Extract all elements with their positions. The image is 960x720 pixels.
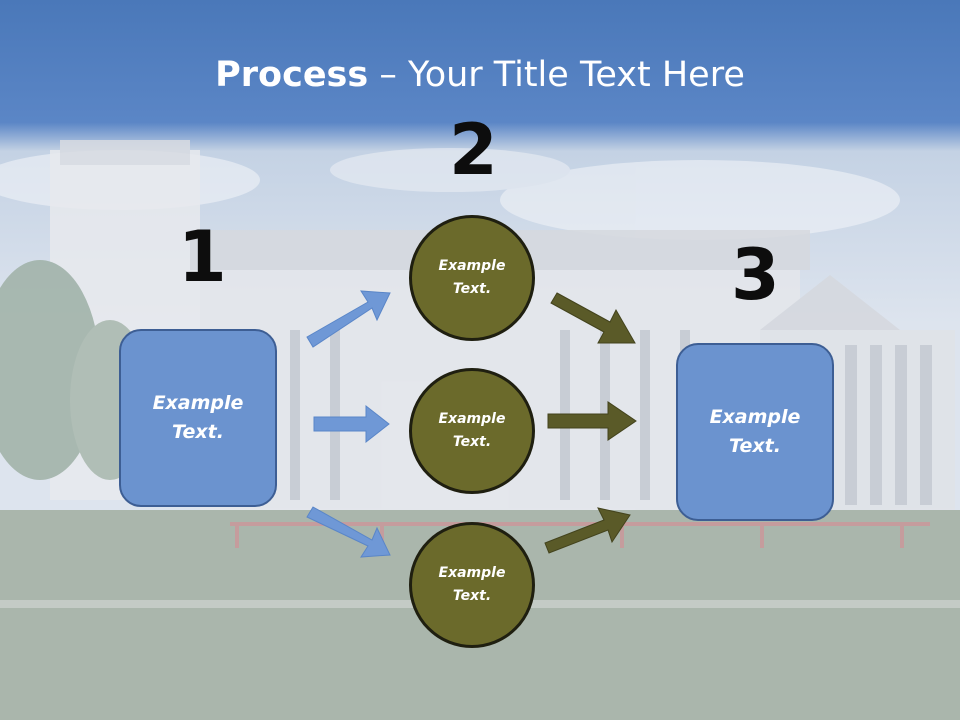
title-rest: – Your Title Text Here (368, 55, 745, 95)
title-bold: Process (215, 55, 369, 95)
step-number-1: 1 (178, 216, 227, 298)
slide-title: Process – Your Title Text Here (0, 52, 960, 98)
step-number-3: 3 (731, 234, 780, 316)
process-circle-middle: Example Text. (409, 368, 535, 494)
process-box-right: Example Text. (676, 343, 834, 521)
step-number-2: 2 (449, 109, 498, 191)
process-circle-top: Example Text. (409, 215, 535, 341)
process-circle-bottom: Example Text. (409, 522, 535, 648)
process-box-left: Example Text. (119, 329, 277, 507)
